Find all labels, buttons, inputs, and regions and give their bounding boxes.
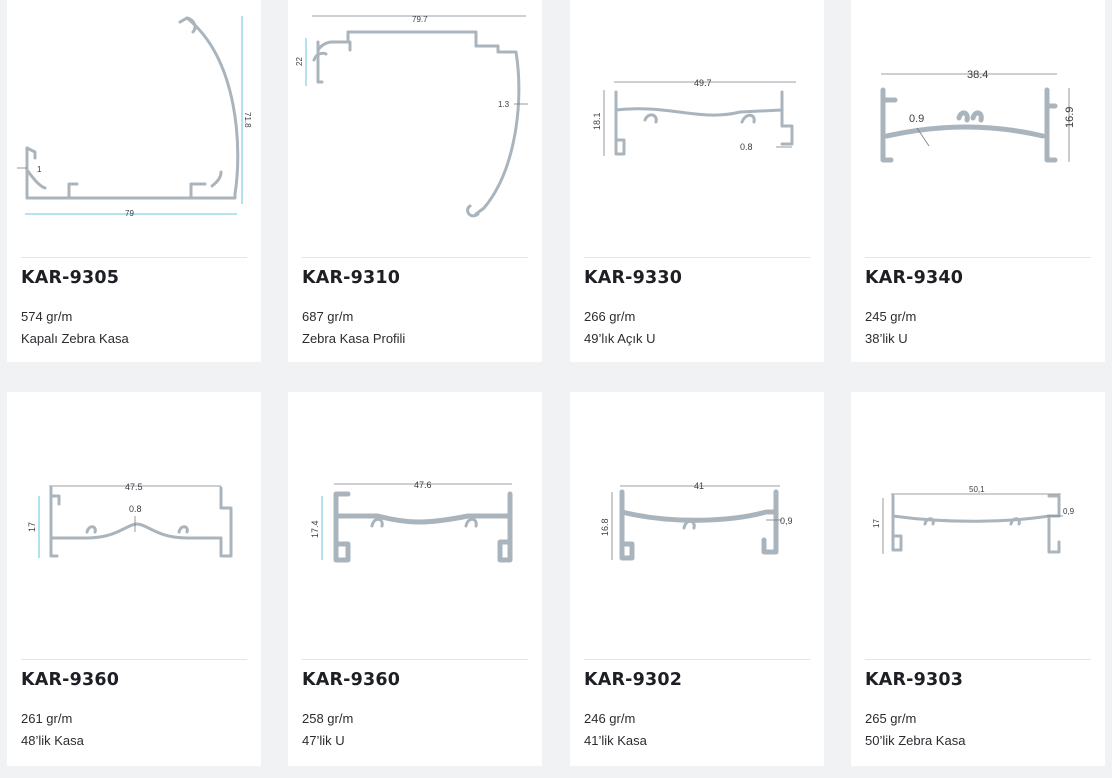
dimension-label: 38.4	[967, 69, 988, 81]
profile-drawing: 79.7 22 1.3	[295, 15, 528, 218]
product-description: 48’lik Kasa	[21, 733, 84, 748]
divider	[865, 257, 1091, 258]
product-weight: 266 gr/m	[584, 309, 636, 324]
product-description: 47’lik U	[302, 733, 345, 748]
profile-drawing: 79 71.8 1	[17, 16, 252, 218]
product-card[interactable]: 41 16.8 0,9 KAR-9302 246 gr/m 41’lik Kas…	[570, 392, 824, 766]
dimension-label: 16.9	[1064, 107, 1076, 128]
profile-drawing: 50,1 17 0,9	[872, 485, 1075, 554]
product-card[interactable]: 47.5 17 0.8 KAR-9360 261 gr/m 48’lik Kas…	[7, 392, 261, 766]
profile-drawing: 47.5 17 0.8	[27, 482, 233, 558]
product-code[interactable]: KAR-9340	[865, 268, 964, 288]
dimension-label: 0.8	[129, 504, 142, 514]
divider	[302, 257, 528, 258]
product-weight: 574 gr/m	[21, 309, 73, 324]
dimension-label: 71.8	[243, 112, 252, 128]
profile-drawing: 38.4 16.9 0.9	[880, 69, 1076, 163]
product-card[interactable]: 47.6 17.4 KAR-9360 258 gr/m 47’lik U	[288, 392, 542, 766]
dimension-label: 17	[27, 522, 37, 532]
dimension-label: 16.8	[600, 518, 610, 536]
dimension-label: 0,9	[780, 516, 793, 526]
product-code[interactable]: KAR-9303	[865, 670, 964, 690]
dimension-label: 0.9	[909, 113, 924, 125]
dimension-label: 41	[694, 481, 704, 491]
product-weight: 246 gr/m	[584, 711, 636, 726]
product-weight: 261 gr/m	[21, 711, 73, 726]
product-code[interactable]: KAR-9360	[21, 670, 120, 690]
product-card[interactable]: 79.7 22 1.3 KAR-9310 687 gr/m Zebra Kasa…	[288, 0, 542, 362]
product-description: Zebra Kasa Profili	[302, 331, 406, 346]
dimension-label: 50,1	[969, 485, 985, 494]
product-code[interactable]: KAR-9330	[584, 268, 683, 288]
dimension-label: 49.7	[694, 78, 712, 88]
dimension-label: 18.1	[592, 112, 602, 130]
divider	[865, 659, 1091, 660]
profile-drawing: 49.7 18.1 0.8	[592, 78, 796, 156]
product-description: 38’lik U	[865, 331, 908, 346]
product-card[interactable]: 79 71.8 1 KAR-9305 574 gr/m Kapalı Zebra…	[7, 0, 261, 362]
product-card[interactable]: 38.4 16.9 0.9 KAR-9340 245 gr/m 38’lik U	[851, 0, 1105, 362]
product-weight: 258 gr/m	[302, 711, 354, 726]
product-description: 50’lik Zebra Kasa	[865, 733, 966, 748]
product-weight: 265 gr/m	[865, 711, 917, 726]
dimension-label: 0.8	[740, 142, 753, 152]
dimension-label: 17	[872, 519, 881, 528]
divider	[21, 659, 247, 660]
product-description: Kapalı Zebra Kasa	[21, 331, 129, 346]
dimension-label: 0,9	[1063, 507, 1075, 516]
divider	[302, 659, 528, 660]
product-description: 41’lik Kasa	[584, 733, 647, 748]
dimension-label: 47.5	[125, 482, 143, 492]
product-description: 49’lık Açık U	[584, 331, 656, 346]
profile-drawing: 47.6 17.4	[310, 480, 513, 563]
profile-drawing: 41 16.8 0,9	[600, 481, 793, 561]
product-code[interactable]: KAR-9360	[302, 670, 401, 690]
product-card[interactable]: 50,1 17 0,9 KAR-9303 265 gr/m 50’lik Zeb…	[851, 392, 1105, 766]
dimension-label: 79	[125, 209, 134, 218]
dimension-label: 1	[37, 165, 42, 174]
product-code[interactable]: KAR-9302	[584, 670, 683, 690]
dimension-label: 79.7	[412, 15, 428, 24]
divider	[584, 659, 810, 660]
divider	[21, 257, 247, 258]
dimension-label: 47.6	[414, 480, 432, 490]
product-weight: 687 gr/m	[302, 309, 354, 324]
product-code[interactable]: KAR-9310	[302, 268, 401, 288]
product-code[interactable]: KAR-9305	[21, 268, 120, 288]
product-weight: 245 gr/m	[865, 309, 917, 324]
divider	[584, 257, 810, 258]
dimension-label: 1.3	[498, 100, 510, 109]
product-card[interactable]: 49.7 18.1 0.8 KAR-9330 266 gr/m 49’lık A…	[570, 0, 824, 362]
dimension-label: 22	[295, 57, 304, 66]
dimension-label: 17.4	[310, 520, 320, 538]
